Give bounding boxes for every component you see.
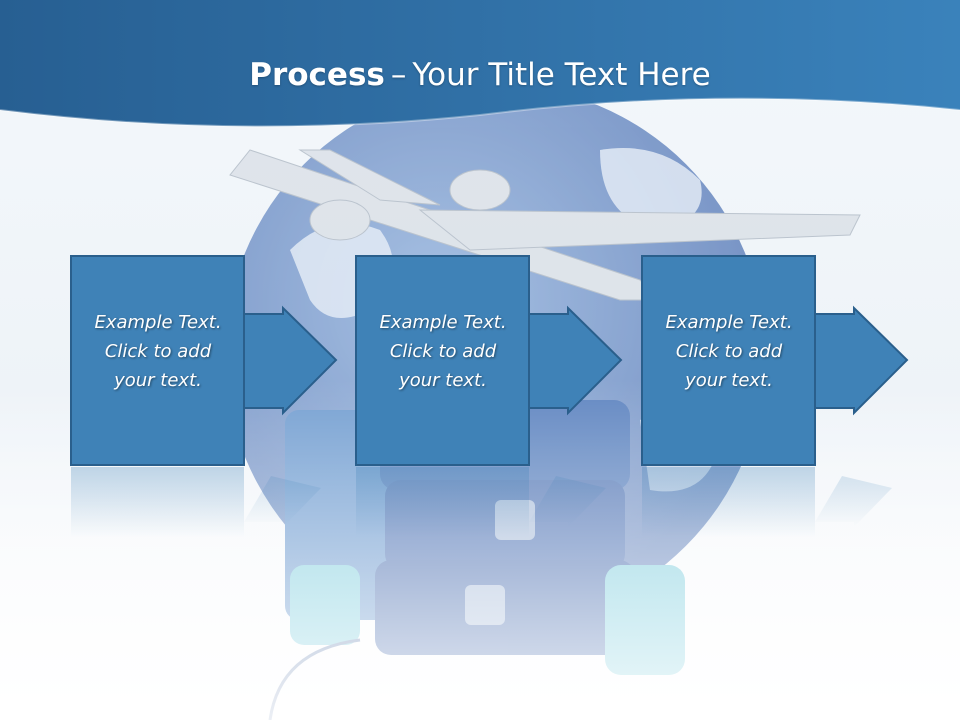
- step-text-line: your text.: [399, 370, 487, 391]
- step-text-line: your text.: [685, 370, 773, 391]
- step-text-line: your text.: [114, 370, 202, 391]
- airplane: [229, 149, 861, 301]
- step-text-line: Example Text.: [379, 312, 507, 333]
- step-text[interactable]: Example Text. Click to add your text.: [73, 308, 243, 395]
- step-text[interactable]: Example Text. Click to add your text.: [644, 308, 814, 395]
- step-text[interactable]: Example Text. Click to add your text.: [358, 308, 528, 395]
- step-text-line: Click to add: [675, 341, 783, 362]
- header-band: [0, 0, 960, 128]
- step-text-line: Example Text.: [665, 312, 793, 333]
- step-text-line: Example Text.: [94, 312, 222, 333]
- title-bold-text: Process: [249, 57, 385, 93]
- step-arrow-shape: [641, 255, 909, 537]
- step-text-line: Click to add: [389, 341, 497, 362]
- step-arrow-shape: [70, 255, 338, 537]
- continent: [600, 148, 702, 230]
- title-text: Your Title Text Here: [412, 57, 711, 93]
- title-separator: –: [390, 57, 407, 93]
- step-text-line: Click to add: [104, 341, 212, 362]
- slide-title[interactable]: Process–Your Title Text Here: [0, 52, 960, 98]
- step-arrow-shape: [355, 255, 623, 537]
